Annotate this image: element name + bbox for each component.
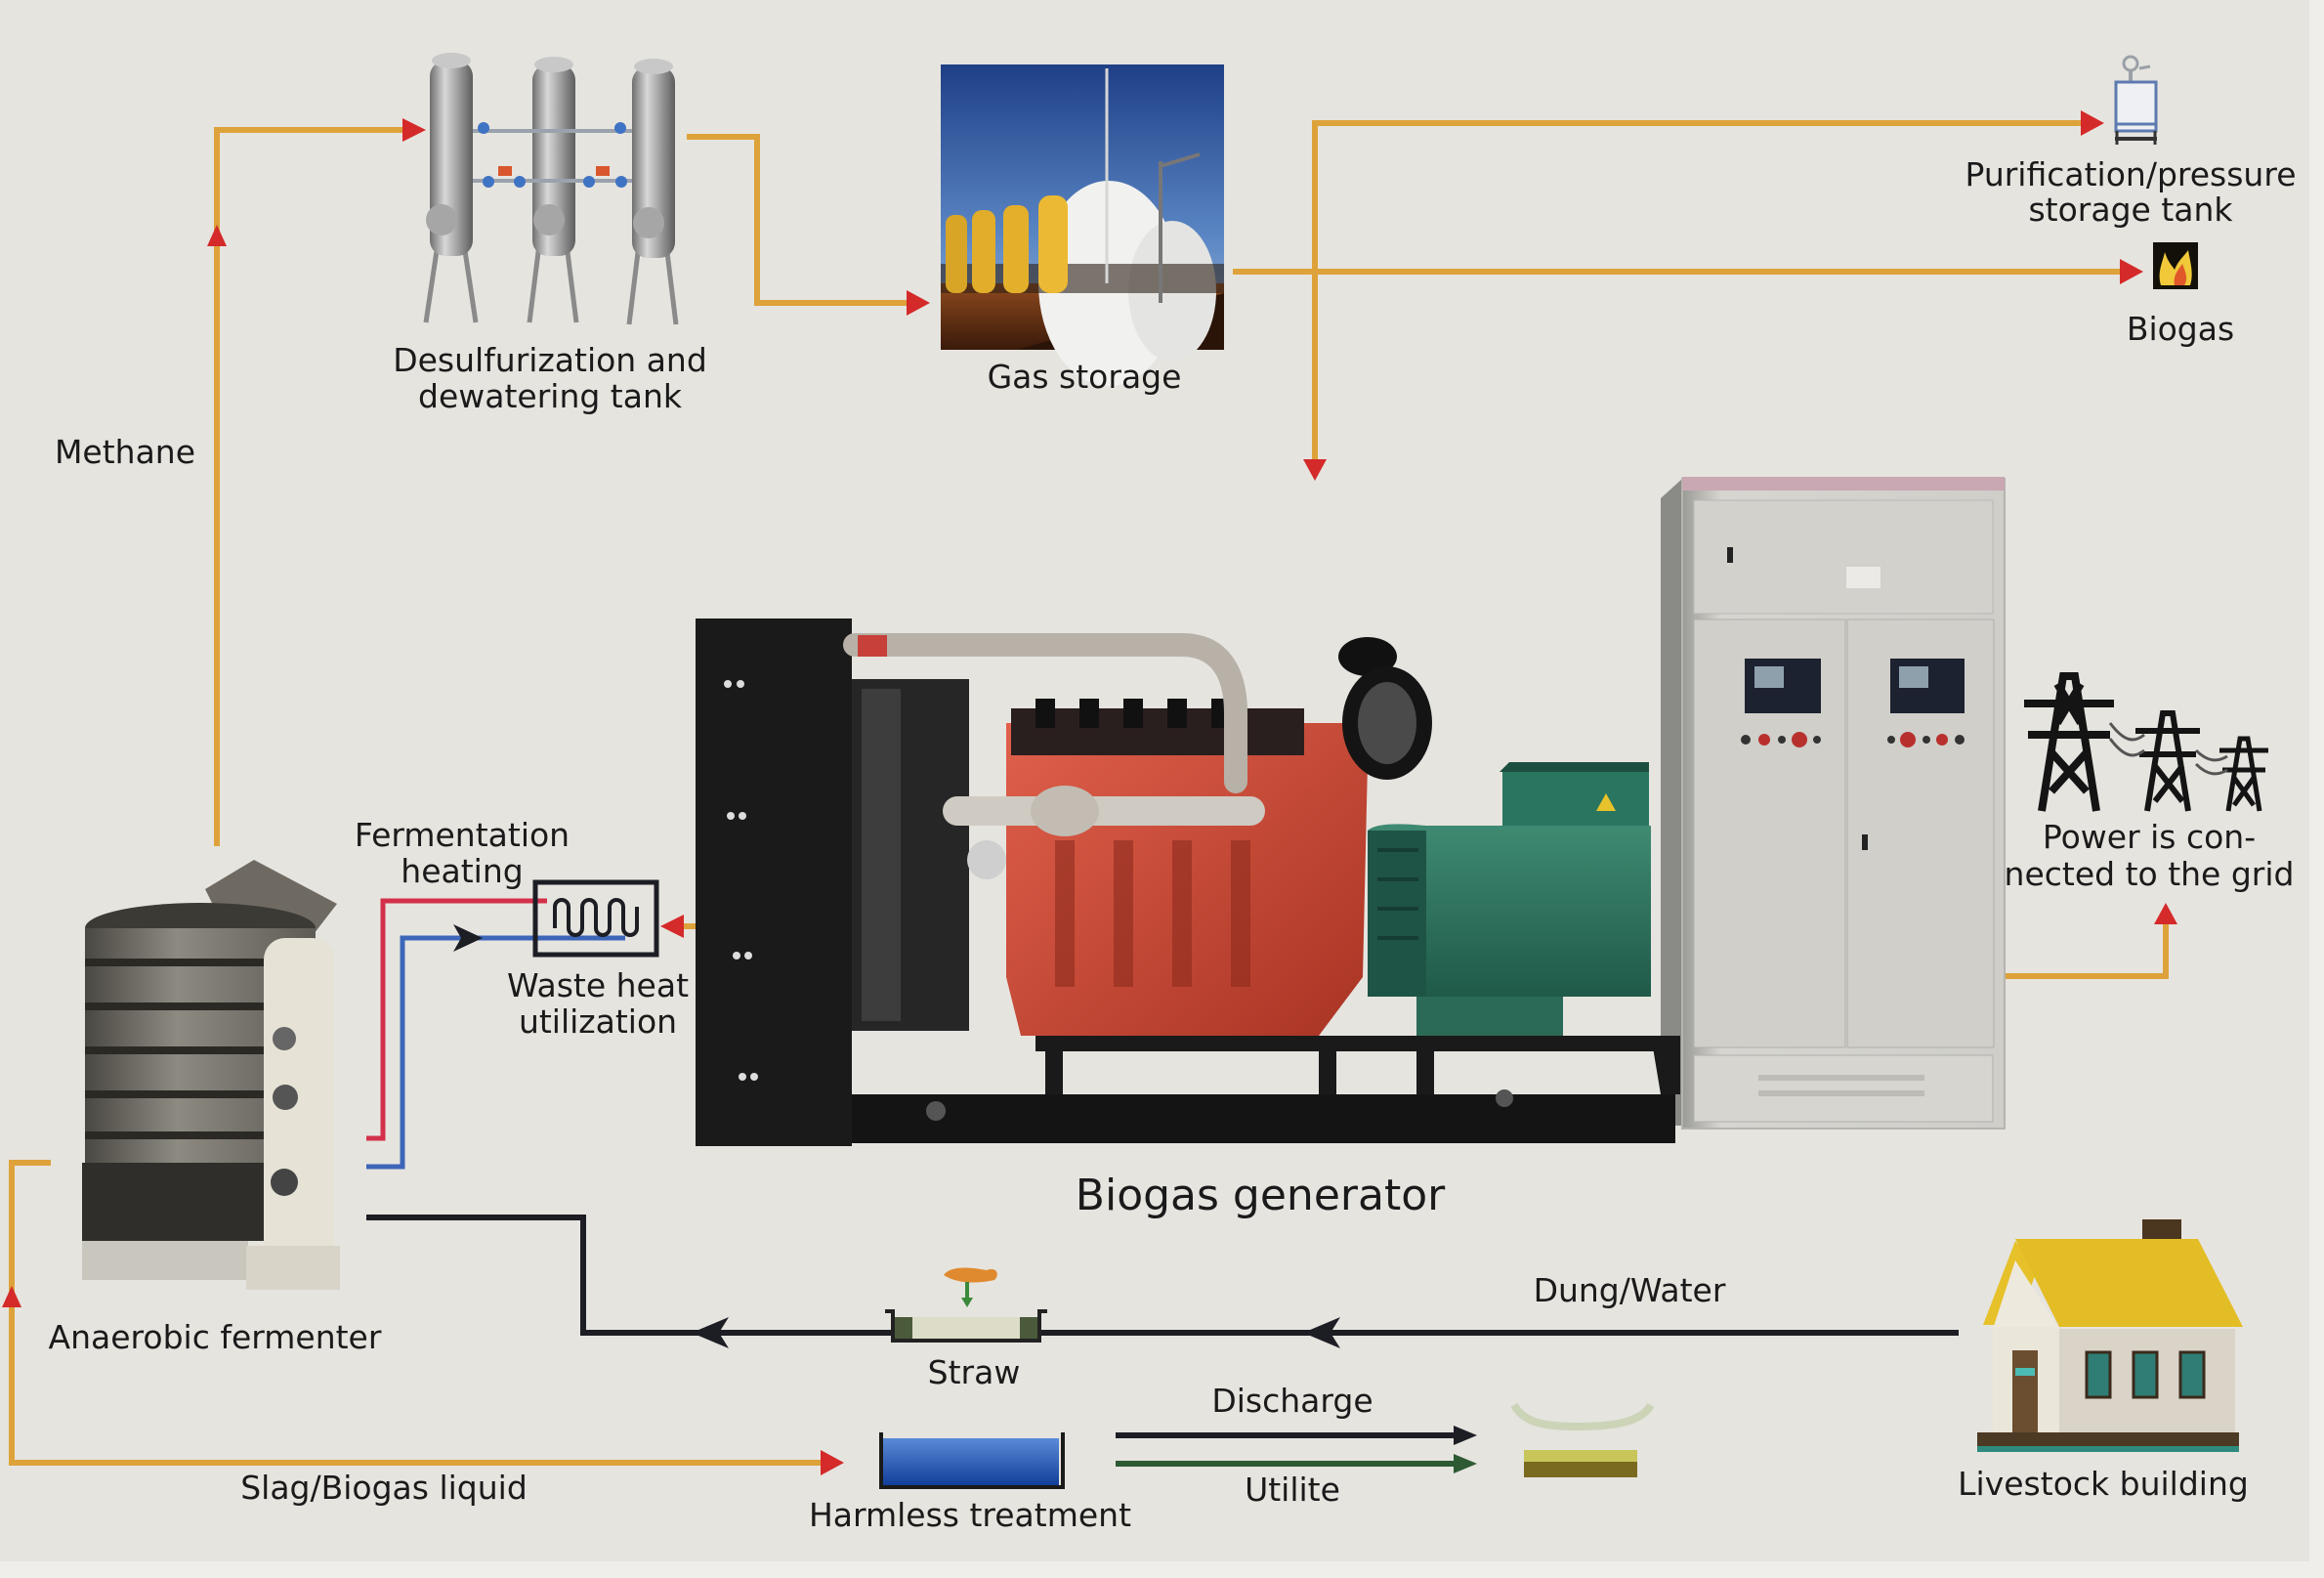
pressure-tank-icon	[2114, 55, 2158, 145]
discharge-target-icon	[1510, 1402, 1655, 1431]
arrow-up-icon	[2154, 903, 2177, 924]
desulf-to-storage-pipe	[687, 134, 913, 306]
discharge-label: Discharge	[1211, 1382, 1373, 1420]
generator-set-photo	[696, 618, 1680, 1146]
arrow-right-icon	[821, 1450, 844, 1475]
gas-storage-photo	[941, 64, 1224, 386]
cold-water-pipe	[366, 935, 625, 1170]
material-pipes	[366, 1215, 1959, 1473]
straw-trough-icon	[885, 1267, 1047, 1343]
hot-water-pipe	[366, 898, 547, 1141]
arrow-down-icon	[1303, 459, 1327, 481]
slag-pipe	[9, 1160, 825, 1466]
heat-exchanger-icon	[532, 879, 659, 958]
crop-field-icon	[1524, 1450, 1637, 1477]
dung-water-pipe	[366, 1215, 1959, 1336]
methane-label: Methane	[55, 433, 195, 471]
slag-liquid-label: Slag/Biogas liquid	[240, 1469, 528, 1507]
harmless-treatment-label: Harmless treatment	[809, 1496, 1131, 1534]
arrow-right-icon	[1454, 1454, 1477, 1473]
arrow-up-icon	[207, 225, 227, 246]
biogas-label: Biogas	[2127, 310, 2234, 348]
arrow-right-icon	[1454, 1426, 1477, 1445]
arrow-up-icon	[2, 1286, 21, 1307]
grid-label: nected to the grid	[2005, 855, 2295, 893]
generator-label: Biogas generator	[1076, 1171, 1446, 1220]
heating-loop	[366, 879, 659, 1170]
purification-label: Purification/pressure	[1965, 155, 2297, 193]
straw-label: Straw	[928, 1353, 1021, 1391]
flame-icon	[2153, 242, 2198, 289]
house-icon	[1977, 1219, 2243, 1452]
heat-coil-icon	[553, 898, 639, 937]
power-tower-icon	[2024, 672, 2268, 812]
arrow-left-icon	[660, 915, 684, 938]
treatment-pool-icon	[879, 1432, 1065, 1489]
grid-label: Power is con-	[2043, 818, 2256, 856]
fermentation-heating-label: Fermentation	[355, 816, 570, 854]
fermenter-tank-photo	[82, 860, 340, 1290]
desulfurization-label: Desulfurization and	[393, 341, 707, 379]
desulfurization-tanks-icon	[423, 53, 679, 325]
arrow-right-icon	[907, 290, 930, 316]
arrow-left-icon	[692, 1317, 729, 1348]
dung-water-label: Dung/Water	[1534, 1271, 1726, 1309]
desulfurization-label: dewatering tank	[418, 377, 683, 415]
waste-heat-label: Waste heat	[507, 966, 689, 1004]
methane-pipe	[214, 127, 410, 846]
cabinet-to-grid-pipe	[1986, 918, 2169, 979]
purification-label: storage tank	[2028, 191, 2233, 229]
livestock-label: Livestock building	[1958, 1465, 2249, 1503]
arrow-right-icon	[453, 924, 483, 952]
gas-pipes	[2, 110, 2177, 1475]
gas-storage-label: Gas storage	[988, 358, 1182, 396]
fermenter-label: Anaerobic fermenter	[49, 1318, 382, 1356]
waste-heat-label: utilization	[519, 1002, 677, 1041]
control-cabinet-photo	[1661, 477, 2006, 1130]
arrow-right-icon	[2081, 110, 2104, 136]
arrow-right-icon	[402, 118, 426, 142]
arrow-right-icon	[2120, 259, 2143, 284]
arrow-left-icon	[1303, 1317, 1340, 1348]
fermentation-heating-label: heating	[401, 852, 523, 890]
storage-to-tank-pipe	[1312, 120, 2086, 467]
utilite-label: Utilite	[1245, 1471, 1340, 1509]
